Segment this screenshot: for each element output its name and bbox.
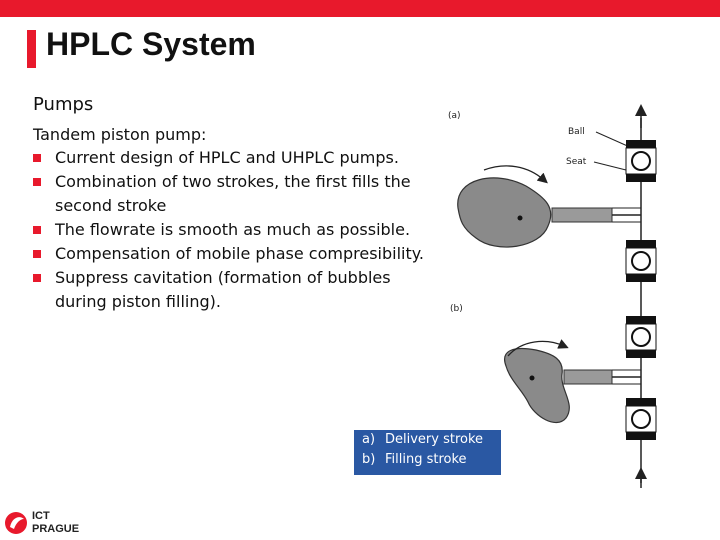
cam-axis-b	[529, 375, 535, 381]
lead-text: Tandem piston pump:	[33, 125, 207, 144]
slide-content: Pumps Tandem piston pump: Current design…	[33, 94, 443, 314]
slide-subtitle: Pumps	[33, 94, 94, 115]
rotation-arrow-b	[507, 339, 569, 357]
cam-a	[457, 177, 552, 248]
label-seat: Seat	[566, 157, 587, 167]
label-ball: Ball	[568, 127, 585, 137]
ict-prague-logo-icon	[5, 512, 27, 534]
bullet-item: Suppress cavitation (formation of bubble…	[33, 266, 443, 314]
bullet-item: Current design of HPLC and UHPLC pumps.	[33, 146, 443, 170]
bullet-list: Current design of HPLC and UHPLC pumps. …	[33, 146, 443, 314]
square-bullet-icon	[33, 250, 41, 258]
rotation-arrow-a	[483, 165, 548, 184]
bullet-item: Compensation of mobile phase compresibil…	[33, 242, 443, 266]
label-b: (b)	[450, 304, 463, 314]
check-valve	[625, 140, 657, 182]
title-accent-mark	[27, 30, 36, 68]
tandem-pump-diagram: (a) (b) Ball Seat	[448, 104, 657, 488]
bullet-item: The flowrate is smooth as much as possib…	[33, 218, 443, 242]
bullet-item: Combination of two strokes, the first fi…	[33, 170, 443, 218]
logo-text: ICT PRAGUE	[32, 510, 80, 535]
stroke-legend: a)Delivery stroke b)Filling stroke	[354, 430, 501, 475]
slide-title: HPLC System	[46, 26, 256, 62]
square-bullet-icon	[33, 178, 41, 186]
pointer-seat	[593, 161, 627, 171]
square-bullet-icon	[33, 154, 41, 162]
square-bullet-icon	[33, 226, 41, 234]
cam-b	[504, 347, 570, 424]
legend-row: a)Delivery stroke	[362, 432, 484, 447]
cam-axis-a	[517, 215, 523, 221]
legend-row: b)Filling stroke	[362, 452, 467, 467]
check-valve	[625, 398, 657, 440]
check-valve	[625, 316, 657, 358]
top-accent-bar	[0, 0, 720, 17]
piston-a	[551, 207, 613, 223]
piston-b	[563, 369, 613, 385]
square-bullet-icon	[33, 274, 41, 282]
check-valve	[625, 240, 657, 282]
label-a: (a)	[448, 111, 461, 121]
